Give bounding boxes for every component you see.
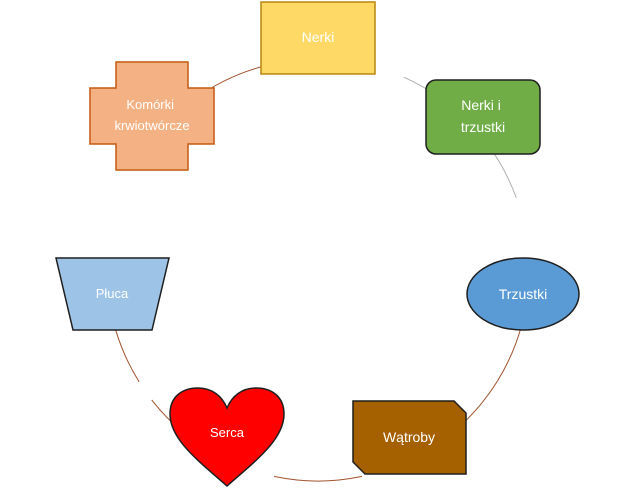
node-nerki-i-trzustki-label-line: Nerki i	[461, 97, 501, 113]
arc-watroby-to-serca	[273, 475, 363, 482]
node-nerki-label: Nerki	[302, 29, 335, 45]
node-trzustki-label: Trzustki	[499, 286, 547, 302]
node-nerki-label-line: Nerki	[302, 29, 335, 45]
node-pluca-shape	[55, 257, 170, 331]
node-nerki-i-trzustki-shape	[425, 79, 541, 155]
node-komorki-krwiotworcze-label-line: krwiotwórcze	[114, 118, 189, 133]
node-trzustki-label-line: Trzustki	[499, 286, 547, 302]
node-pluca[interactable]: Płuca	[55, 257, 170, 331]
node-nerki[interactable]: Nerki	[260, 1, 376, 75]
node-trzustki-shape	[466, 257, 580, 331]
node-serca-label: Serca	[210, 425, 245, 440]
node-nerki-i-trzustki-label: Nerki i trzustki	[461, 97, 505, 135]
node-nerki-shape	[260, 1, 376, 75]
node-pluca-label-line: Płuca	[96, 286, 129, 301]
node-komorki-krwiotworcze-shape	[89, 61, 215, 171]
node-serca-shape	[169, 387, 285, 488]
node-nerki-i-trzustki[interactable]: Nerki i trzustki	[425, 79, 541, 155]
node-komorki-krwiotworcze[interactable]: Komórki krwiotwórcze	[89, 61, 215, 171]
node-komorki-krwiotworcze-label: Komórki krwiotwórcze	[114, 97, 189, 133]
node-trzustki[interactable]: Trzustki	[466, 257, 580, 331]
node-serca-label-line: Serca	[210, 425, 245, 440]
node-serca[interactable]: Serca	[169, 387, 285, 488]
node-watroby[interactable]: Wątroby	[352, 400, 467, 475]
node-watroby-shape	[352, 400, 467, 475]
arc-trzustki-to-watroby	[458, 324, 523, 428]
node-watroby-label: Wątroby	[383, 429, 435, 445]
node-komorki-krwiotworcze-label-line: Komórki	[126, 97, 174, 112]
node-pluca-label: Płuca	[96, 286, 129, 301]
node-nerki-i-trzustki-label-line: trzustki	[461, 119, 505, 135]
node-watroby-label-line: Wątroby	[383, 429, 435, 445]
